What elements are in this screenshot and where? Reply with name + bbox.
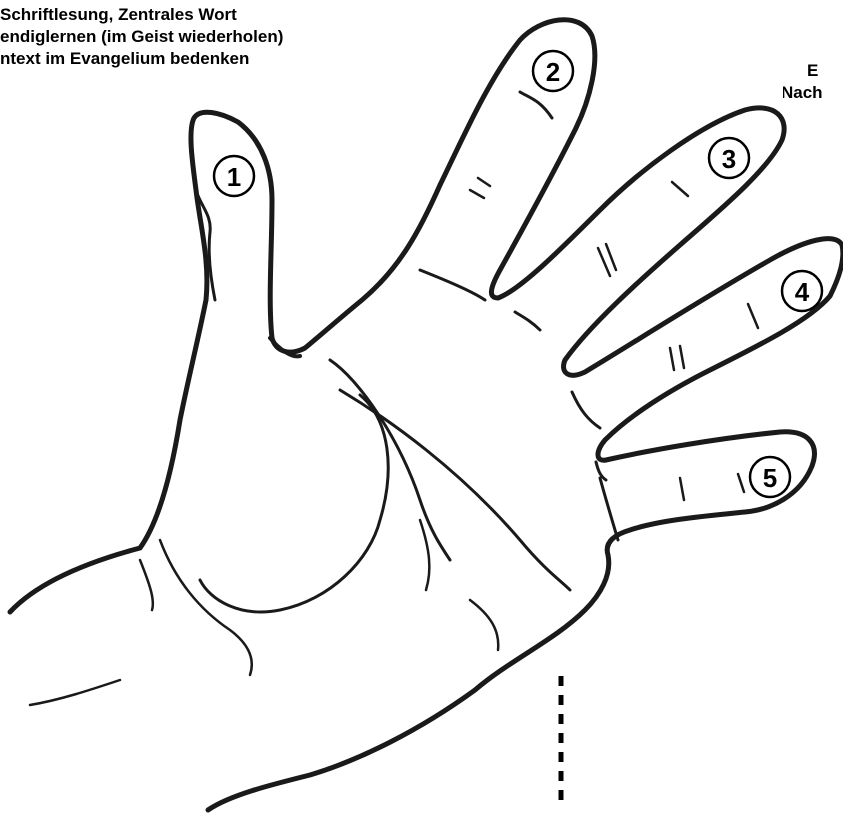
finger-number-3-text: 3	[722, 144, 736, 174]
finger-number-2: 2	[533, 51, 573, 91]
index-finger-crease	[420, 270, 485, 300]
finger-number-4-text: 4	[795, 277, 810, 307]
finger-number-5: 5	[750, 457, 790, 497]
finger-number-2-text: 2	[546, 57, 560, 87]
palm-line-heart	[330, 360, 450, 560]
finger-number-1-text: 1	[227, 162, 241, 192]
palm-line-head	[340, 390, 570, 590]
finger-number-1: 1	[214, 156, 254, 196]
hand-outline	[10, 20, 843, 810]
palm-line-life	[200, 395, 388, 612]
finger-number-4: 4	[782, 271, 822, 311]
finger-number-3: 3	[709, 138, 749, 178]
finger-number-5-text: 5	[763, 463, 777, 493]
